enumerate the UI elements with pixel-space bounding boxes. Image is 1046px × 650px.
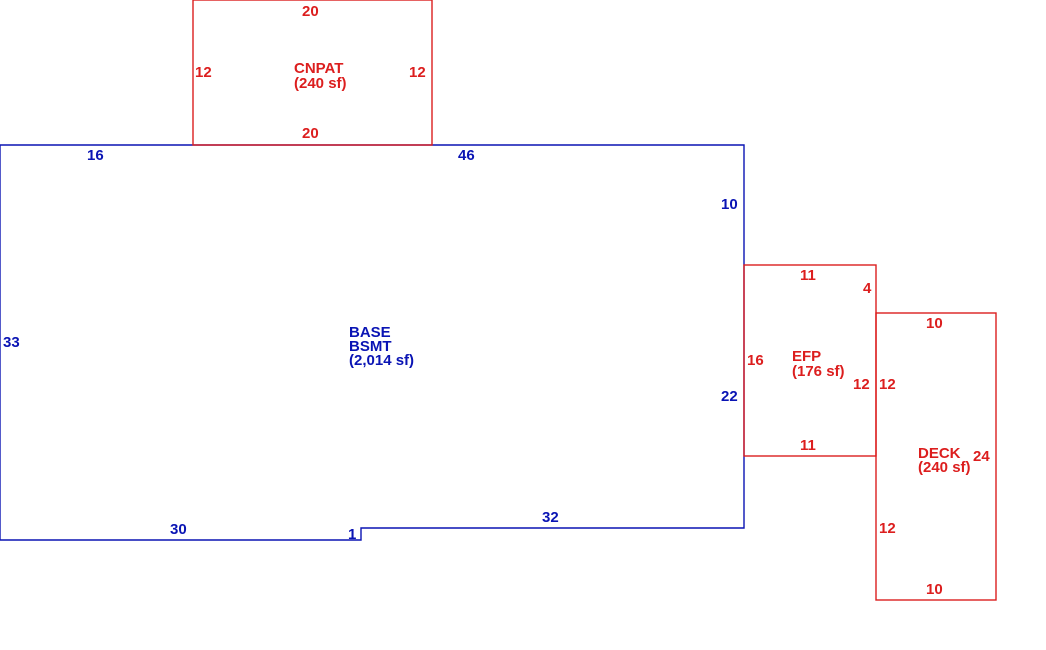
deck-dim-left-upper: 12: [879, 376, 896, 393]
cnpat-dim-right: 12: [409, 64, 426, 81]
cnpat-dim-left: 12: [195, 64, 212, 81]
base-dim-bottom-right: 32: [542, 509, 559, 526]
cnpat-outline: [192, 0, 433, 146]
cnpat-dim-top: 20: [302, 3, 319, 20]
efp-area-label: (176 sf): [792, 363, 845, 380]
efp-dim-right: 12: [853, 376, 870, 393]
base-dim-right-upper: 10: [721, 196, 738, 213]
efp-dim-top: 11: [800, 267, 816, 284]
efp-dim-bottom: 11: [800, 437, 816, 454]
deck-dim-left-lower: 12: [879, 520, 896, 537]
base-area-label: (2,014 sf): [349, 352, 414, 369]
efp-label: EFP: [792, 348, 821, 365]
deck-dim-top: 10: [926, 315, 943, 332]
efp-dim-left: 16: [747, 352, 764, 369]
base-dim-step: 1: [348, 526, 356, 543]
base-dim-top-right: 46: [458, 147, 475, 164]
base-label-2: BSMT: [349, 338, 392, 355]
cnpat-label: CNPAT: [294, 60, 343, 77]
base-dim-top-left: 16: [87, 147, 104, 164]
deck-area-label: (240 sf): [918, 459, 971, 476]
base-dim-right-lower: 22: [721, 388, 738, 405]
cnpat-dim-bottom: 20: [302, 125, 319, 142]
deck-dim-bottom: 10: [926, 581, 943, 598]
base-dim-left: 33: [3, 334, 20, 351]
base-dim-bottom-left: 30: [170, 521, 187, 538]
base-outline: [0, 144, 745, 541]
cnpat-area-label: (240 sf): [294, 75, 347, 92]
deck-label: DECK: [918, 445, 961, 462]
base-label-1: BASE: [349, 324, 391, 341]
efp-dim-corner: 4: [863, 280, 872, 297]
deck-outline: [875, 312, 997, 601]
deck-dim-right: 24: [973, 448, 990, 465]
